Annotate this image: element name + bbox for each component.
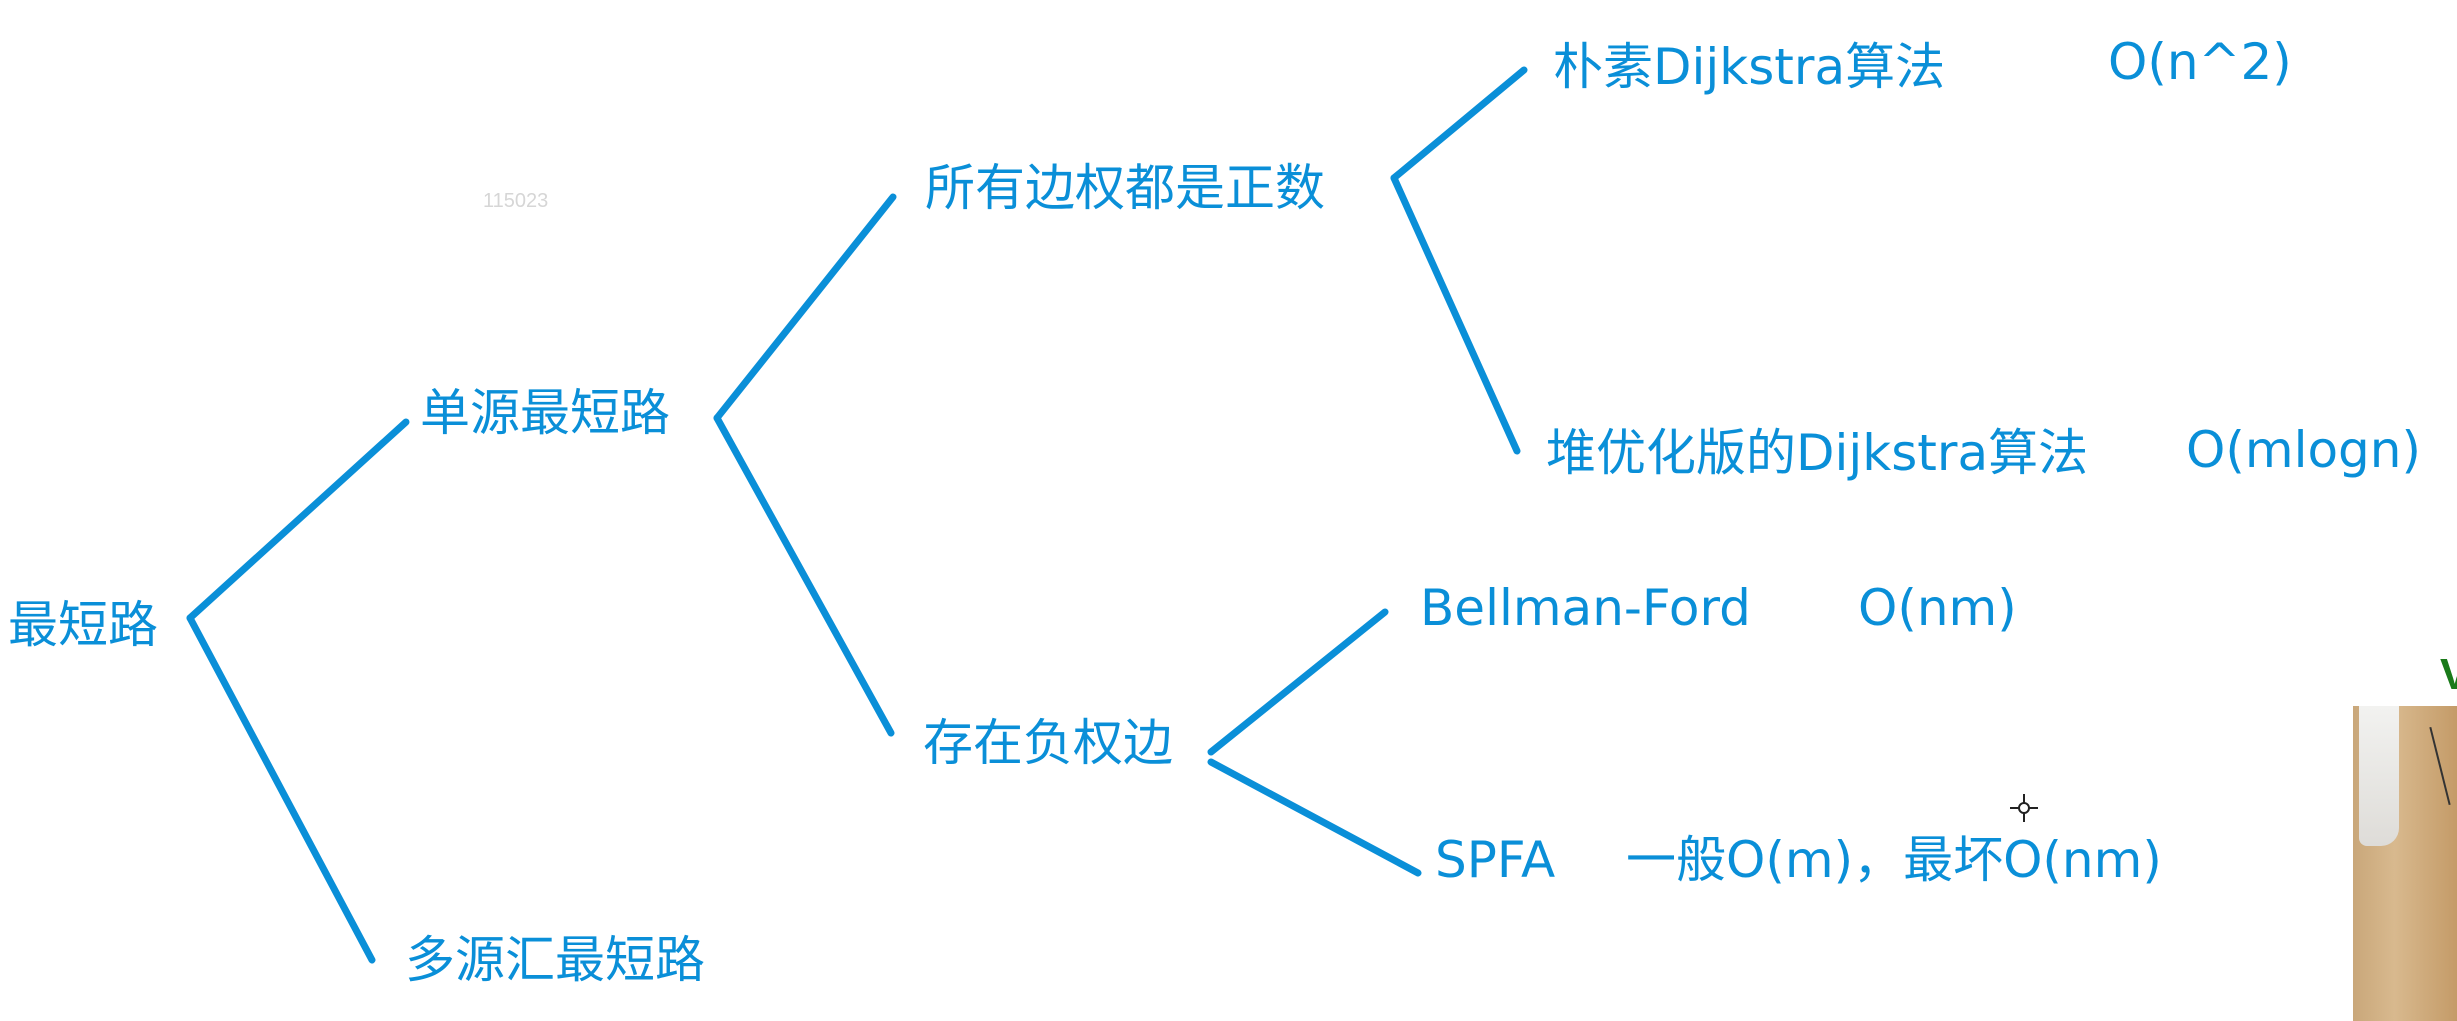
node-heap-dijkstra: 堆优化版的Dijkstra算法 bbox=[1546, 424, 2089, 482]
presenter-shirt bbox=[2359, 706, 2399, 846]
bellman-ford-complexity: O(nm) bbox=[1858, 579, 2017, 637]
node-has-negative: 存在负权边 bbox=[923, 714, 1173, 772]
node-shortest-path: 最短路 bbox=[8, 596, 158, 654]
video-overlay-label: V bbox=[2440, 650, 2457, 699]
edge-positive-heap bbox=[1390, 174, 1521, 455]
node-naive-dijkstra: 朴素Dijkstra算法 bbox=[1553, 38, 1946, 96]
edge-positive-naive bbox=[1390, 66, 1528, 182]
edge-root-single bbox=[186, 418, 410, 622]
node-single-source: 单源最短路 bbox=[420, 384, 670, 442]
spfa-complexity: 一般O(m)，最坏O(nm) bbox=[1626, 831, 2162, 889]
heap-dijkstra-complexity: O(mlogn) bbox=[2186, 421, 2421, 479]
webcam-overlay bbox=[2353, 706, 2457, 1021]
edge-single-positive bbox=[713, 193, 897, 422]
edge-root-multi bbox=[186, 614, 376, 964]
watermark-id: 115023 bbox=[483, 190, 549, 212]
crosshair-cursor-icon bbox=[2010, 794, 2038, 822]
node-spfa: SPFA bbox=[1435, 831, 1556, 889]
naive-dijkstra-complexity: O(n^2) bbox=[2108, 33, 2292, 91]
node-multi-source: 多源汇最短路 bbox=[405, 931, 705, 989]
node-bellman-ford: Bellman-Ford bbox=[1420, 579, 1751, 637]
node-all-positive: 所有边权都是正数 bbox=[925, 159, 1325, 217]
edge-negative-spfa bbox=[1207, 758, 1422, 877]
edge-single-negative bbox=[713, 414, 895, 737]
edge-negative-bellman bbox=[1207, 608, 1389, 756]
presenter-cord bbox=[2429, 726, 2451, 806]
